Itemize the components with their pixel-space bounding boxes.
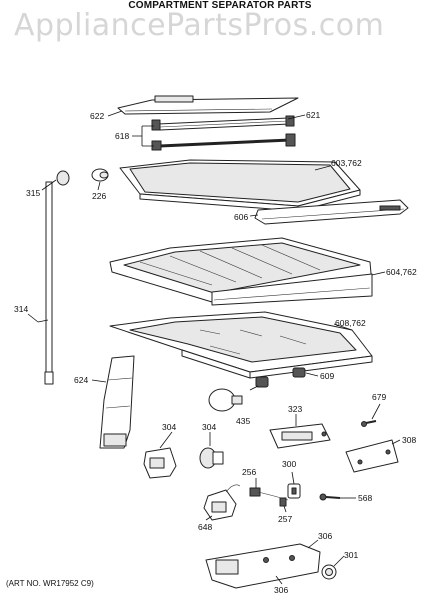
callout-621: 621 [306, 110, 320, 120]
callout-624: 624 [74, 375, 88, 385]
callout-435: 435 [236, 416, 250, 426]
callout-604-762: 604,762 [386, 267, 417, 277]
part-648-damper [203, 484, 241, 521]
callout-323: 323 [288, 404, 302, 414]
callout-306-top: 306 [318, 531, 332, 541]
part-226-knob [91, 168, 109, 182]
part-604-separator [109, 237, 373, 306]
diagram-title: COMPARTMENT SEPARATOR PARTS [128, 0, 312, 11]
part-323-control [269, 423, 331, 449]
callout-622: 622 [90, 111, 104, 121]
part-606-trim [254, 199, 409, 225]
part-622-cover [117, 95, 299, 115]
callout-568: 568 [358, 493, 372, 503]
part-304-housing [143, 447, 177, 479]
callout-306-bottom: 306 [274, 585, 288, 595]
callout-648: 648 [198, 522, 212, 532]
callout-301: 301 [344, 550, 358, 560]
watermark: AppliancePartsPros.com [14, 8, 385, 43]
callout-618: 618 [115, 131, 129, 141]
part-435-socket [255, 376, 269, 388]
callout-314: 314 [14, 304, 28, 314]
art-number: (ART NO. WR17952 C9) [6, 579, 94, 588]
callout-labels: 622 621 618 315 226 603,762 606 604,762 … [14, 110, 417, 595]
leader-lines [27, 110, 401, 585]
callout-608-762: 608,762 [335, 318, 366, 328]
callout-257: 257 [278, 514, 292, 524]
callout-304-left: 304 [162, 422, 176, 432]
part-300-switch [287, 483, 301, 499]
part-435-bulb [208, 388, 243, 412]
part-301-cap [321, 564, 337, 580]
part-609-clip [292, 367, 306, 378]
part-308-bracket [345, 439, 399, 473]
callout-603-762: 603,762 [331, 158, 362, 168]
callout-300: 300 [282, 459, 296, 469]
callout-315: 315 [26, 188, 40, 198]
callout-679: 679 [372, 392, 386, 402]
callout-606: 606 [234, 212, 248, 222]
part-608-separator [109, 311, 373, 379]
callout-304-right: 304 [202, 422, 216, 432]
part-306-housing [205, 543, 321, 589]
part-257-terminal [279, 497, 287, 507]
callout-308: 308 [402, 435, 416, 445]
part-679-screw [361, 420, 377, 427]
callout-609: 609 [320, 371, 334, 381]
part-624-duct [99, 355, 135, 449]
part-304-knob [199, 447, 224, 469]
part-314-315-rod [37, 170, 70, 385]
part-618-rail-assembly [151, 115, 296, 151]
part-568-screw [319, 493, 341, 501]
callout-256: 256 [242, 467, 256, 477]
part-603-shelf [119, 159, 361, 212]
callout-226: 226 [92, 191, 106, 201]
